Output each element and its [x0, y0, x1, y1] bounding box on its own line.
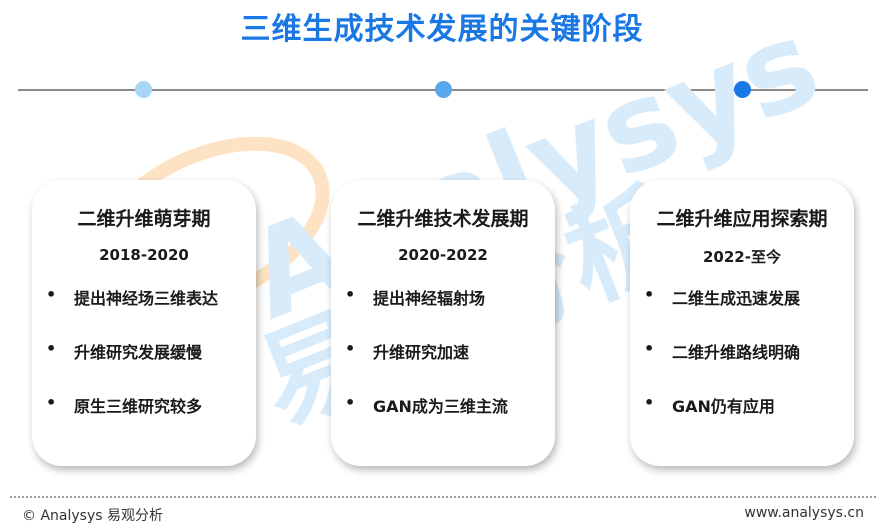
stage-card-1: 二维升维萌芽期 2018-2020 • 提出神经场三维表达 • 升维研究发展缓慢 •…	[32, 180, 256, 466]
stage-card-3: 二维升维应用探索期 2022-至今 • 二维生成迅速发展 • 二维升维路线明确 • G…	[630, 180, 854, 466]
list-item-text: 升维研究加速	[373, 343, 470, 362]
bullet-dot-icon: •	[644, 285, 655, 304]
stage-period: 2018-2020	[99, 246, 189, 264]
timeline-dot-3	[734, 81, 751, 98]
stage-card-2: 二维升维技术发展期 2020-2022 • 提出神经辐射场 • 升维研究加速 • GA…	[331, 180, 555, 466]
footer-copyright: © Analysys 易观分析	[22, 508, 163, 524]
list-item: • 提出神经场三维表达	[46, 285, 218, 339]
bullet-dot-icon: •	[345, 285, 356, 304]
list-item-text: 二维升维路线明确	[672, 343, 801, 362]
list-item: • 二维升维路线明确	[644, 339, 800, 393]
list-item: • 提出神经辐射场	[345, 285, 508, 339]
bullet-dot-icon: •	[644, 393, 655, 412]
stage-bullets: • 二维生成迅速发展 • 二维升维路线明确 • GAN仍有应用	[644, 285, 800, 447]
list-item-text: 原生三维研究较多	[74, 397, 203, 416]
list-item-text: GAN仍有应用	[672, 397, 775, 416]
footer-divider	[10, 496, 876, 498]
stage-bullets: • 提出神经场三维表达 • 升维研究发展缓慢 • 原生三维研究较多	[46, 285, 218, 447]
bullet-dot-icon: •	[345, 339, 356, 358]
timeline-dot-2	[435, 81, 452, 98]
list-item-text: GAN成为三维主流	[373, 397, 508, 416]
list-item-text: 二维生成迅速发展	[672, 289, 801, 308]
bullet-dot-icon: •	[644, 339, 655, 358]
list-item: • GAN仍有应用	[644, 393, 800, 447]
bullet-dot-icon: •	[46, 393, 57, 412]
list-item: • GAN成为三维主流	[345, 393, 508, 447]
list-item-text: 升维研究发展缓慢	[74, 343, 203, 362]
list-item-text: 提出神经辐射场	[373, 289, 486, 308]
list-item: • 二维生成迅速发展	[644, 285, 800, 339]
stage-title: 二维升维应用探索期	[656, 208, 828, 230]
list-item: • 原生三维研究较多	[46, 393, 218, 447]
list-item-text: 提出神经场三维表达	[74, 289, 219, 308]
stage-period: 2020-2022	[398, 246, 488, 264]
timeline-dot-1	[135, 81, 152, 98]
list-item: • 升维研究加速	[345, 339, 508, 393]
stage-title: 二维升维萌芽期	[77, 208, 211, 230]
stage-bullets: • 提出神经辐射场 • 升维研究加速 • GAN成为三维主流	[345, 285, 508, 447]
stage-period: 2022-至今	[703, 248, 781, 266]
list-item: • 升维研究发展缓慢	[46, 339, 218, 393]
page-title: 三维生成技术发展的关键阶段	[240, 12, 644, 47]
bullet-dot-icon: •	[46, 339, 57, 358]
bullet-dot-icon: •	[46, 285, 57, 304]
bullet-dot-icon: •	[345, 393, 356, 412]
stage-title: 二维升维技术发展期	[357, 208, 529, 230]
footer-website: www.analysys.cn	[744, 505, 864, 521]
